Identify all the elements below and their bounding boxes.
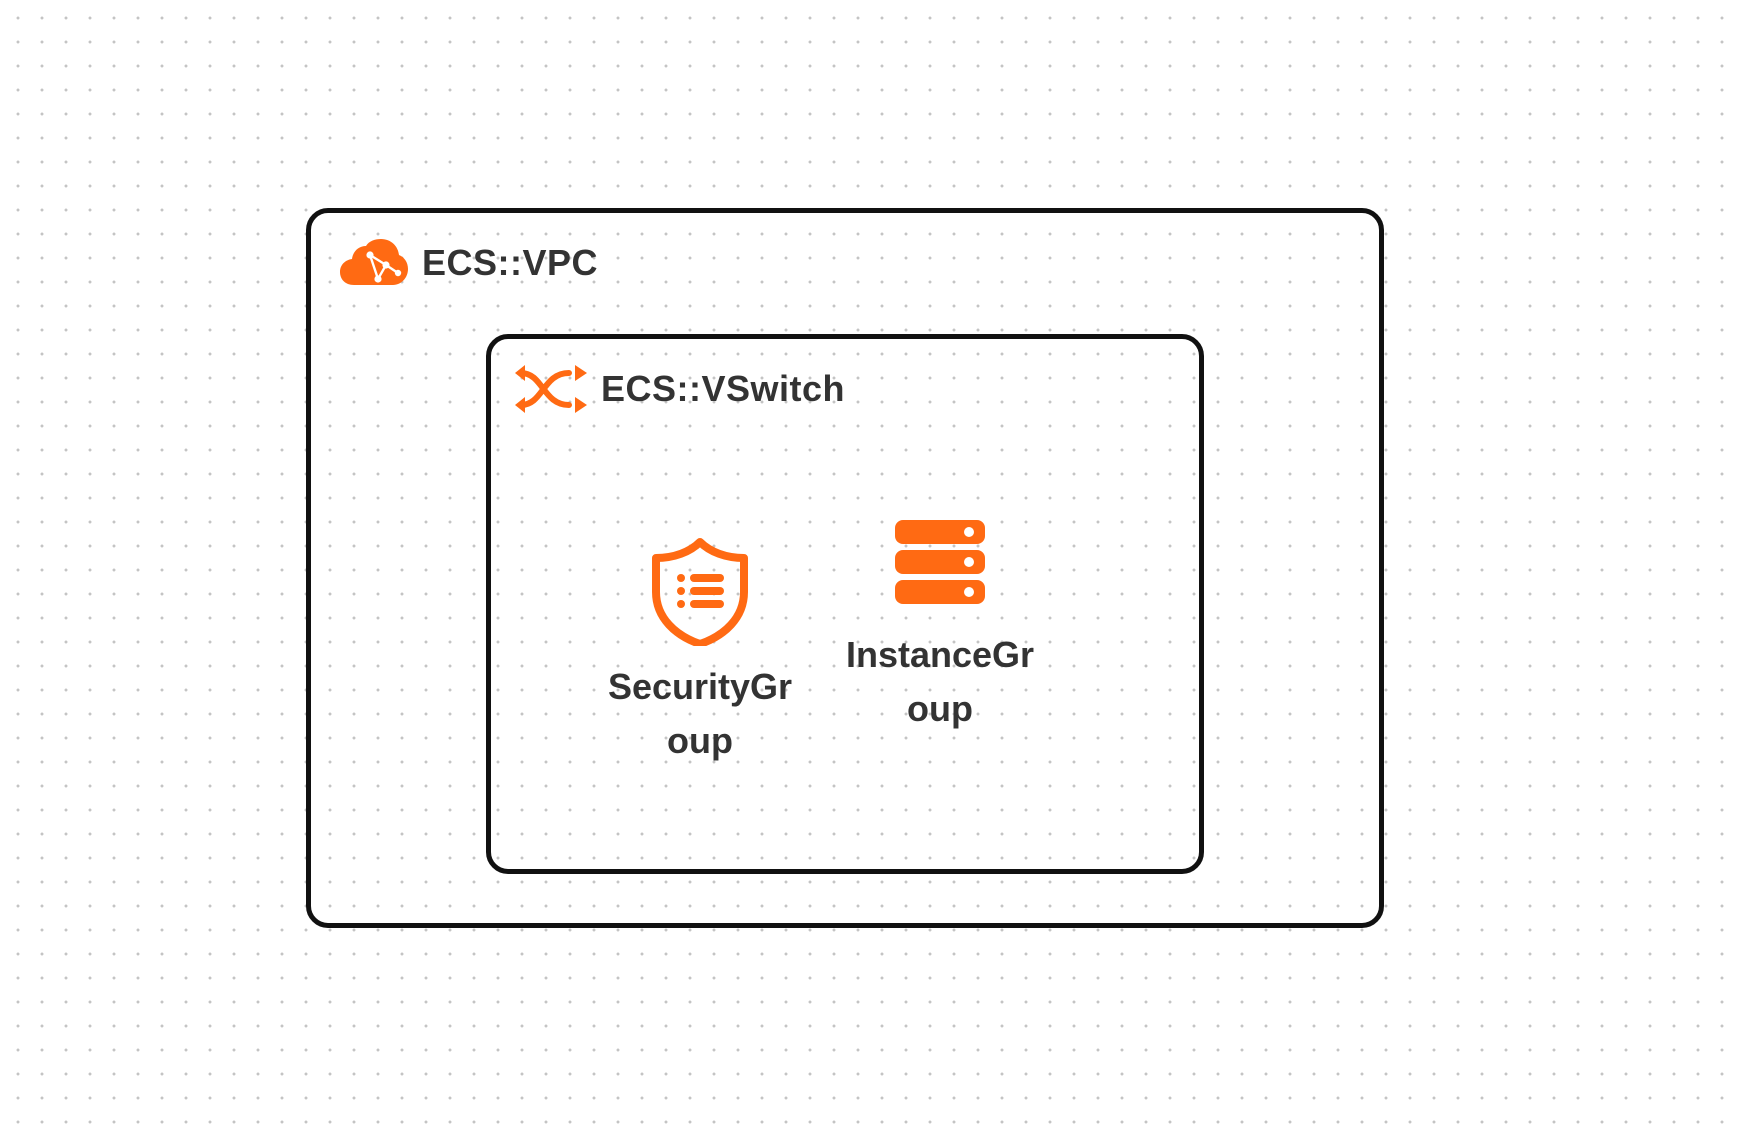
vpc-group[interactable]: ECS::VPC bbox=[306, 208, 1384, 928]
security-group-node[interactable]: SecurityGroup bbox=[590, 538, 810, 768]
instance-group-node[interactable]: InstanceGroup bbox=[830, 520, 1050, 736]
vpc-group-header: ECS::VPC bbox=[340, 239, 598, 287]
shield-list-icon bbox=[650, 538, 750, 646]
vswitch-group-header: ECS::VSwitch bbox=[515, 363, 845, 415]
switch-arrows-icon bbox=[515, 363, 587, 415]
vswitch-group[interactable]: ECS::VSwitch bbox=[486, 334, 1204, 874]
server-stack-icon bbox=[895, 520, 985, 604]
cloud-network-icon bbox=[340, 239, 408, 287]
vswitch-group-title: ECS::VSwitch bbox=[601, 368, 846, 409]
security-group-label: SecurityGroup bbox=[607, 666, 793, 761]
vpc-group-title: ECS::VPC bbox=[422, 242, 599, 283]
instance-group-label: InstanceGroup bbox=[845, 634, 1035, 729]
